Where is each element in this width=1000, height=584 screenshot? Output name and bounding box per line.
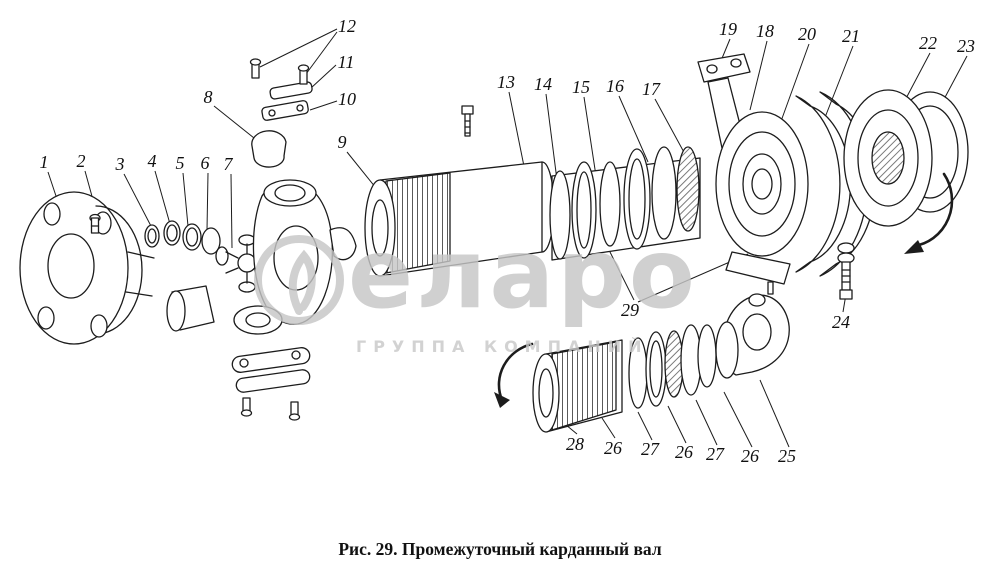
- part-label-7: 7: [223, 154, 233, 174]
- part-label-26: 26: [675, 442, 693, 462]
- part-label-14: 14: [534, 74, 552, 94]
- bearing-support: [697, 53, 876, 285]
- part-label-20: 20: [798, 24, 816, 44]
- part-label-18: 18: [756, 21, 774, 41]
- part-label-26: 26: [604, 438, 622, 458]
- part-label-6: 6: [200, 153, 210, 173]
- part-label-9: 9: [337, 132, 347, 152]
- part-label-8: 8: [203, 87, 213, 107]
- end-coupling: [843, 89, 969, 227]
- part-label-3: 3: [115, 154, 125, 174]
- part-label-11: 11: [337, 52, 355, 72]
- spider-cross: [215, 234, 279, 293]
- part-label-12: 12: [338, 16, 356, 36]
- rotation-arrow-right: [904, 172, 954, 254]
- part-label-19: 19: [719, 19, 737, 39]
- center-yoke: [252, 179, 357, 325]
- part-label-1: 1: [39, 152, 49, 172]
- part-label-27: 27: [641, 439, 659, 459]
- part-label-17: 17: [642, 79, 660, 99]
- part-label-26: 26: [741, 446, 759, 466]
- figure-caption: Рис. 29. Промежуточный карданный вал: [338, 539, 662, 559]
- part-label-28: 28: [566, 434, 584, 454]
- part-label-4: 4: [147, 151, 157, 171]
- shaft-tube: [364, 161, 555, 277]
- part-label-13: 13: [497, 72, 515, 92]
- part-label-16: 16: [606, 76, 624, 96]
- flange-yoke: [19, 191, 155, 345]
- ring-stack: [549, 146, 701, 261]
- part-label-2: 2: [76, 151, 86, 171]
- parts-drawing: [19, 53, 969, 433]
- sliding-yoke-assembly: [532, 281, 790, 433]
- part-label-24: 24: [832, 312, 850, 332]
- grease-fitting-bolt: [461, 105, 474, 137]
- part-label-10: 10: [338, 89, 356, 109]
- part-label-22: 22: [919, 33, 937, 53]
- part-label-15: 15: [572, 77, 590, 97]
- part-label-25: 25: [778, 446, 796, 466]
- fasteners-and-rings: [89, 213, 221, 255]
- part-label-5: 5: [175, 153, 185, 173]
- part-label-29: 29: [621, 300, 639, 320]
- part-label-23: 23: [957, 36, 975, 56]
- part-label-27: 27: [706, 444, 724, 464]
- rotation-arrow-lower: [494, 342, 534, 408]
- bolt-24: [837, 242, 855, 300]
- cap-and-gaskets: [249, 58, 313, 168]
- part-label-21: 21: [842, 26, 860, 46]
